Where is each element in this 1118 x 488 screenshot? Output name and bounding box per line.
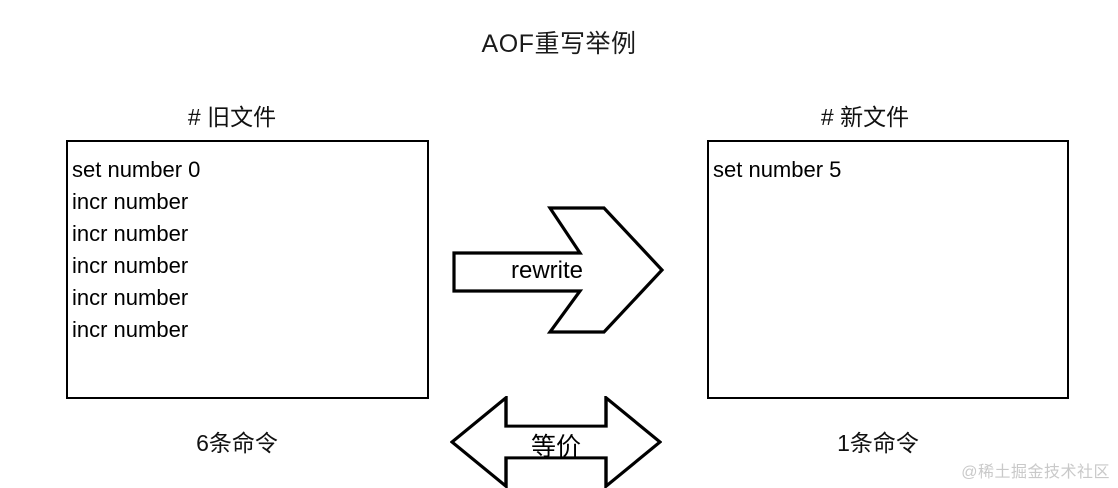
old-file-box: set number 0 incr number incr number inc… bbox=[66, 140, 429, 399]
equivalence-arrow bbox=[450, 396, 662, 488]
old-file-header: # 旧文件 bbox=[187, 104, 277, 130]
code-line: set number 5 bbox=[713, 157, 842, 182]
rewrite-arrow-icon bbox=[452, 206, 665, 334]
new-file-header: # 新文件 bbox=[820, 104, 910, 130]
old-file-caption: 6条命令 bbox=[196, 430, 278, 456]
old-file-command-list: set number 0 incr number incr number inc… bbox=[70, 154, 425, 346]
page-title: AOF重写举例 bbox=[481, 30, 637, 58]
equivalence-arrow-label: 等价 bbox=[530, 433, 581, 461]
double-arrow-icon bbox=[450, 396, 662, 488]
code-line: incr number bbox=[72, 253, 189, 278]
watermark: @稀土掘金技术社区 bbox=[961, 464, 1110, 481]
code-line: incr number bbox=[72, 285, 189, 310]
new-file-caption: 1条命令 bbox=[837, 430, 919, 456]
new-file-command-list: set number 5 bbox=[711, 154, 1065, 186]
code-line: incr number bbox=[72, 221, 189, 246]
code-line: incr number bbox=[72, 317, 189, 342]
code-line: set number 0 bbox=[72, 157, 201, 182]
rewrite-arrow bbox=[452, 206, 666, 334]
new-file-box: set number 5 bbox=[707, 140, 1069, 399]
code-line: incr number bbox=[72, 189, 189, 214]
rewrite-arrow-label: rewrite bbox=[510, 257, 583, 284]
